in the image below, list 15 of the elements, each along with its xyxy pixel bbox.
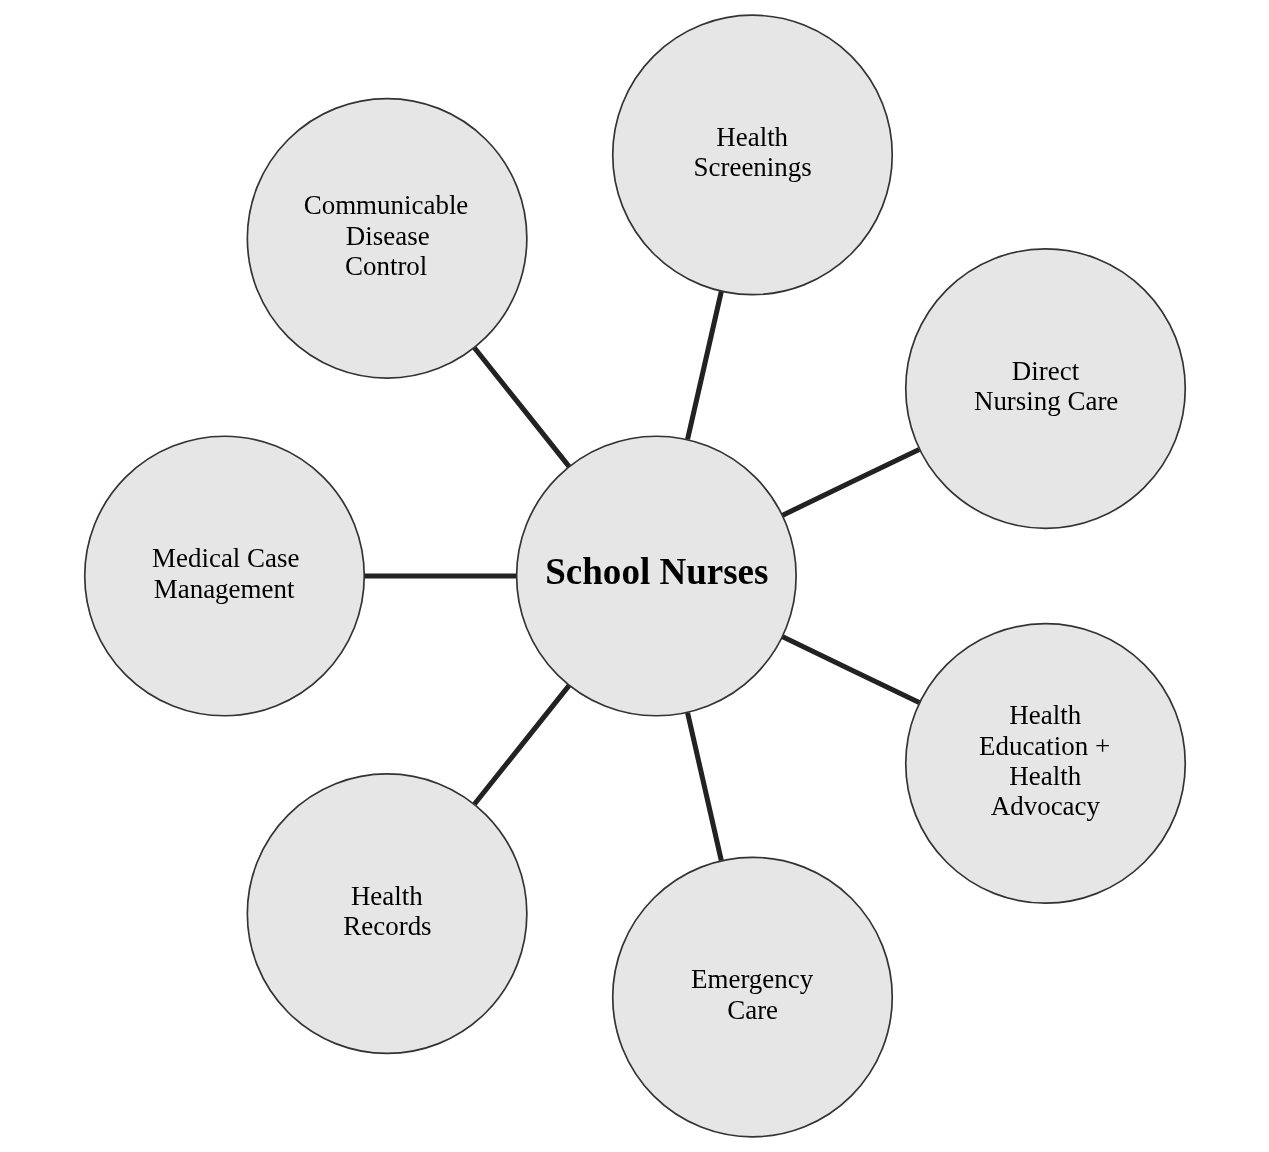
connector	[684, 291, 724, 440]
connector	[472, 346, 571, 468]
node-circle: Medical Case Management	[83, 435, 365, 717]
node-circle: Health Screenings	[611, 14, 893, 296]
node-circle: Health Records	[246, 773, 528, 1055]
connector	[472, 684, 571, 806]
connector	[684, 712, 724, 861]
connector	[364, 573, 516, 579]
node-circle: Health Education + Health Advocacy	[904, 622, 1186, 904]
node-circle: Emergency Care	[611, 856, 893, 1138]
connector	[781, 634, 920, 705]
node-circle: School Nurses	[515, 435, 797, 717]
node-circle: Communicable Disease Control	[246, 97, 528, 379]
connector	[781, 447, 920, 518]
node-circle: Direct Nursing Care	[904, 248, 1186, 530]
